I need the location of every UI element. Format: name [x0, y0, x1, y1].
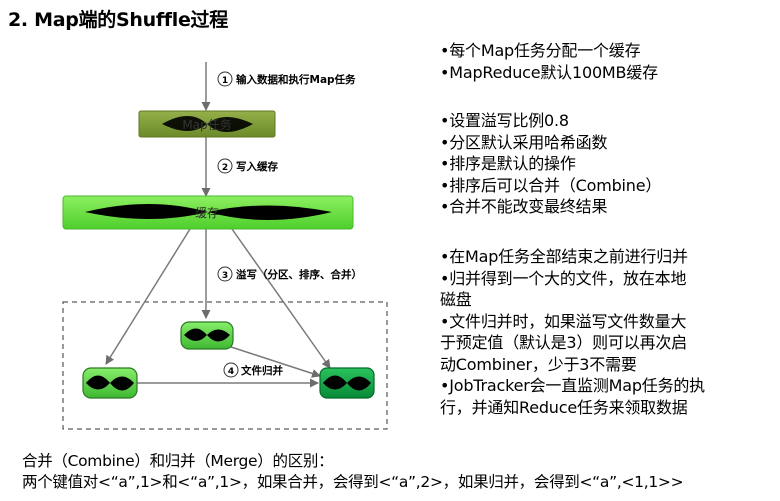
bullet-item: •JobTracker会一直监测Map任务的执 — [440, 376, 705, 395]
spill-file-top — [180, 321, 234, 350]
bullet-item: •在Map任务全部结束之前进行归并 — [440, 247, 688, 266]
step-1-number: 1 — [222, 76, 228, 86]
step-3-text: 溢写（分区、排序、合并） — [236, 268, 362, 281]
arrow-buffer-to-spill-left — [105, 228, 191, 365]
bullets-buffer: •每个Map任务分配一个缓存 •MapReduce默认100MB缓存 — [440, 40, 775, 83]
step-4-text: 文件归并 — [240, 364, 283, 377]
bullet-item: 于预定值（默认是3）则可以再次启 — [440, 333, 687, 352]
bullet-item: •文件归并时，如果溢写文件数量大 — [440, 311, 687, 331]
step-4-number: 4 — [228, 367, 234, 377]
arrow-spill-top-to-merged — [221, 343, 321, 378]
map-task-label: Map任务 — [182, 117, 231, 132]
combine-vs-merge-note: 合并（Combine）和归并（Merge）的区别： 两个键值对<“a”,1>和<… — [22, 451, 684, 493]
footer-line-2: 两个键值对<“a”,1>和<“a”,1>，如果合并，会得到<“a”,2>，如果归… — [22, 473, 684, 491]
footer-line-1: 合并（Combine）和归并（Merge）的区别： — [22, 452, 334, 470]
step-2-text: 写入缓存 — [236, 160, 278, 173]
buffer-label: 缓存 — [195, 206, 219, 220]
step-1-badge — [217, 71, 233, 87]
step-2-badge — [217, 158, 233, 174]
step-3-badge — [217, 266, 233, 282]
step-4-badge — [223, 362, 239, 378]
merged-file — [319, 367, 375, 399]
bullet-item: •分区默认采用哈希函数 — [440, 132, 608, 152]
spill-file-left — [82, 367, 138, 399]
page-title: 2. Map端的Shuffle过程 — [8, 9, 228, 31]
bullet-item: •排序是默认的操作 — [440, 154, 576, 173]
step-2-label: 2 写入缓存 — [217, 158, 278, 174]
step-2-number: 2 — [222, 163, 228, 173]
step-4-label: 4 文件归并 — [223, 362, 283, 378]
step-1-text: 输入数据和执行Map任务 — [236, 73, 356, 86]
bullet-item: •合并不能改变最终结果 — [440, 197, 608, 216]
bullet-item: •每个Map任务分配一个缓存 — [440, 41, 641, 60]
local-disk-region — [62, 301, 388, 430]
map-shuffle-diagram: Map任务 缓存 1 输入数据和执行Map任务 2 写入缓存 3 溢写（分区、排… — [62, 62, 388, 430]
step-1-label: 1 输入数据和执行Map任务 — [217, 71, 356, 87]
bullet-item: •MapReduce默认100MB缓存 — [440, 62, 658, 82]
bullets-spill: •设置溢写比例0.8 •分区默认采用哈希函数 •排序是默认的操作 •排序后可以合… — [440, 110, 775, 218]
bullet-item: •设置溢写比例0.8 — [440, 111, 569, 130]
bullets-merge: •在Map任务全部结束之前进行归并 •归并得到一个大的文件，放在本地 磁盘 •文… — [440, 246, 775, 418]
bullet-item: 动Combiner，少于3不需要 — [440, 354, 637, 374]
step-3-number: 3 — [222, 271, 228, 281]
bullet-item: 磁盘 — [440, 290, 472, 309]
bullet-item: •排序后可以合并（Combine） — [440, 175, 662, 195]
bullet-item: •归并得到一个大的文件，放在本地 — [440, 268, 687, 288]
map-task-box: Map任务 — [138, 110, 276, 138]
arrow-buffer-to-merged — [231, 228, 331, 369]
buffer-box: 缓存 — [62, 195, 354, 230]
step-3-label: 3 溢写（分区、排序、合并） — [217, 266, 362, 282]
bullet-item: 行，并通知Reduce任务来领取数据 — [440, 397, 688, 417]
